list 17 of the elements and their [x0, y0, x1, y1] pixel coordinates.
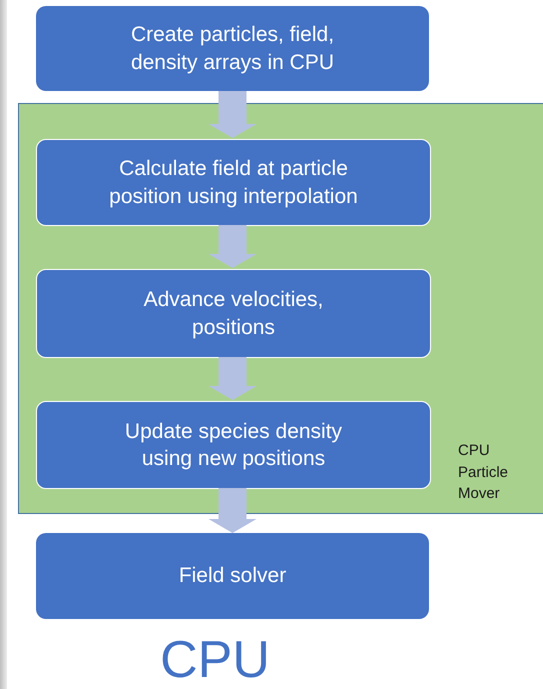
block-arrow: [208, 225, 256, 268]
process-box: [36, 533, 429, 619]
block-arrow: [208, 357, 256, 400]
process-box: [36, 401, 431, 489]
process-box: [36, 269, 431, 358]
block-arrow: [208, 91, 256, 138]
group-panel: [18, 103, 543, 514]
step-text: Update species density using new positions: [124, 418, 344, 472]
step-text: Calculate field at particle position using interpolation: [108, 156, 359, 210]
step-text: Create particles, field, density arrays in CPU: [130, 22, 336, 76]
step-text: Field solver: [178, 563, 286, 590]
group-label: CPU Particle Mover: [458, 440, 510, 504]
caption: CPU: [159, 632, 271, 689]
process-box: [36, 139, 431, 226]
process-box: [36, 6, 429, 91]
block-arrow: [208, 488, 256, 533]
step-text: Advance velocities, positions: [142, 287, 324, 340]
